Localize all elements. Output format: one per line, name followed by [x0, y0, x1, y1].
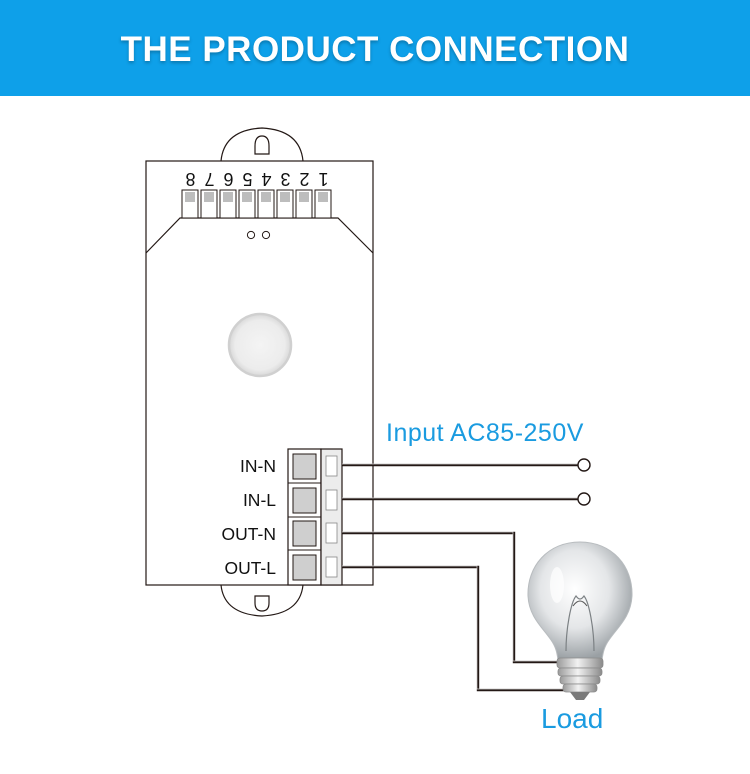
top-mounting-ear	[220, 127, 304, 162]
indicator-led-2	[261, 230, 271, 240]
terminal-block	[287, 448, 343, 586]
dip-pin-label: 1	[318, 169, 329, 189]
dip-pin-label: 4	[261, 169, 272, 189]
input-terminal-l	[577, 492, 591, 506]
sensor-lens-icon	[227, 312, 293, 378]
indicator-led-1	[246, 230, 256, 240]
input-terminal-n	[577, 458, 591, 472]
wiring	[342, 463, 578, 692]
light-bulb-icon	[527, 541, 633, 700]
dip-pin-label: 7	[204, 169, 215, 189]
header-banner	[0, 0, 750, 96]
wire-out-l	[342, 565, 566, 692]
dip-pin-label: 6	[223, 169, 234, 189]
terminal-label-in-l: IN-L	[242, 490, 276, 510]
load-label: Load	[541, 703, 604, 734]
dip-pin-label: 5	[242, 169, 253, 189]
terminal-label-out-n: OUT-N	[221, 524, 276, 544]
dip-pin-label: 2	[299, 169, 310, 189]
input-voltage-label: Input AC85-250V	[386, 419, 584, 447]
dip-pin-label: 8	[185, 169, 196, 189]
bottom-mounting-ear	[220, 584, 304, 617]
dip-switch	[181, 189, 332, 219]
wire-out-n	[342, 531, 560, 664]
terminal-label-in-n: IN-N	[240, 456, 276, 476]
dip-pin-label: 3	[280, 169, 291, 189]
wire-highlights	[342, 463, 578, 690]
terminal-label-out-l: OUT-L	[224, 558, 276, 578]
page-title: THE PRODUCT CONNECTION	[120, 30, 630, 69]
